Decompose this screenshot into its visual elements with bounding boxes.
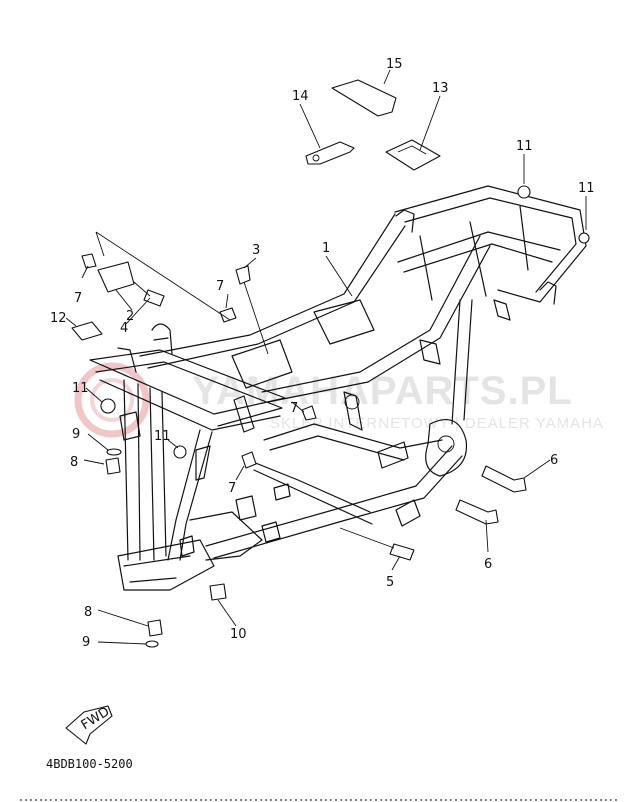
part-7-nut-c <box>241 451 257 469</box>
callout-13: 13 <box>432 81 449 96</box>
part-10-bolt <box>209 583 227 601</box>
part-7-nut-b <box>219 307 237 323</box>
callout-7-c: 7 <box>228 481 236 496</box>
callout-6-b: 6 <box>484 557 492 572</box>
callout-11-a: 11 <box>516 139 533 154</box>
part-3-bolt <box>235 265 251 285</box>
watermark-brand: YAMAHAPARTS.PL <box>192 369 573 413</box>
callout-7-b: 7 <box>216 279 224 294</box>
part-2-bracket <box>97 261 135 293</box>
callout-11-d: 11 <box>154 429 171 444</box>
diagram-part-code: 4BDB100-5200 <box>46 757 133 771</box>
main-frame <box>89 185 587 591</box>
part-5-bolt <box>389 543 415 561</box>
part-6-bolt-b <box>455 499 499 525</box>
callout-9-b: 9 <box>82 635 90 650</box>
callouts: 15 14 13 11 11 1 3 7 7 2 4 12 11 9 8 11 … <box>50 57 595 650</box>
callout-8-a: 8 <box>70 455 78 470</box>
part-11-cap-c <box>100 398 116 414</box>
watermark-logo-ring-inner <box>90 378 134 422</box>
part-7-nut-a <box>81 253 97 269</box>
callout-14: 14 <box>292 89 309 104</box>
callout-3: 3 <box>252 243 260 258</box>
callout-6-a: 6 <box>550 453 558 468</box>
callout-7-d: 7 <box>290 401 298 416</box>
part-6-bolt-a <box>481 465 527 493</box>
part-11-cap-d <box>173 445 187 459</box>
callout-9-a: 9 <box>72 427 80 442</box>
callout-10: 10 <box>230 627 247 642</box>
callout-5: 5 <box>386 575 394 590</box>
callout-8-b: 8 <box>84 605 92 620</box>
part-13-plate <box>385 139 441 171</box>
callout-4: 4 <box>120 321 128 336</box>
watermark-tagline: SKLEP INTERNETOWY | DEALER YAMAHA <box>270 415 604 432</box>
part-15-rubber-pad <box>331 79 397 117</box>
part-4-bolt <box>143 289 165 307</box>
part-8-grommet-a <box>105 457 121 475</box>
watermark: YAMAHAPARTS.PL SKLEP INTERNETOWY | DEALE… <box>74 362 604 438</box>
part-8-grommet-b <box>147 619 163 637</box>
callout-15: 15 <box>386 57 403 72</box>
part-11-cap-a <box>517 185 531 199</box>
part-7-nut-d <box>301 405 317 421</box>
parts: FWD <box>65 79 590 745</box>
callout-7-a: 7 <box>74 291 82 306</box>
callout-12: 12 <box>50 311 67 326</box>
part-12-block <box>71 321 103 341</box>
callout-2: 2 <box>126 309 134 324</box>
part-14-clamp <box>305 141 355 165</box>
callout-1: 1 <box>322 241 330 256</box>
part-11-cap-b <box>578 232 590 244</box>
part-9-ring-a <box>106 448 122 456</box>
part-9-ring-b <box>145 640 159 648</box>
callout-11-b: 11 <box>578 181 595 196</box>
leader-lines <box>65 69 587 645</box>
fwd-arrow-icon <box>65 705 113 745</box>
callout-11-c: 11 <box>72 381 89 396</box>
